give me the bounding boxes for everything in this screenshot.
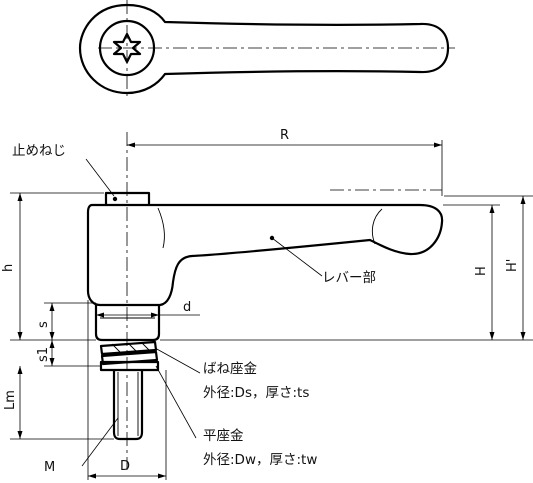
- dim-label-R: R: [280, 128, 289, 143]
- set-screw-dot: [112, 196, 118, 202]
- threaded-stud: [112, 370, 144, 441]
- lever-boss: [94, 305, 161, 342]
- spring-washer-hatch: [111, 342, 150, 353]
- top-view-lever-outline: [78, 3, 450, 95]
- dimension-lines: [10, 140, 533, 480]
- label-set-screw: 止めねじ: [12, 143, 66, 159]
- dim-label-D: D: [120, 459, 130, 474]
- label-lever-part: レバー部: [322, 270, 376, 286]
- leader-lines: [81, 158, 323, 467]
- top-view: [78, 0, 455, 100]
- spring-washer-shape: [99, 340, 159, 366]
- lever-inner-curve-left: [157, 207, 165, 249]
- text-labels: 止めねじ レバー部 ばね座金 外径:Ds，厚さ:ts 平座金 外径:Dw，厚さ:…: [1, 128, 520, 475]
- label-spring-washer: ばね座金: [203, 361, 257, 377]
- lever-body: [86, 203, 444, 307]
- side-view: [86, 132, 444, 470]
- dim-label-s: s: [36, 321, 51, 328]
- label-flat-washer-spec: 外径:Dw，厚さ:tw: [203, 452, 317, 468]
- dim-label-s1: s1: [36, 347, 51, 362]
- dim-label-h: h: [1, 264, 16, 272]
- lever-inner-curve-right: [371, 208, 383, 245]
- dim-label-H: H: [474, 266, 489, 276]
- dim-label-M: M: [44, 460, 55, 475]
- dim-label-Lm: Lm: [3, 390, 18, 410]
- set-screw-cap: [104, 191, 151, 205]
- dim-label-H-prime: H': [505, 259, 520, 272]
- dim-label-d: d: [183, 300, 191, 315]
- label-flat-washer: 平座金: [203, 428, 244, 444]
- label-spring-washer-spec: 外径:Ds，厚さ:ts: [203, 385, 309, 401]
